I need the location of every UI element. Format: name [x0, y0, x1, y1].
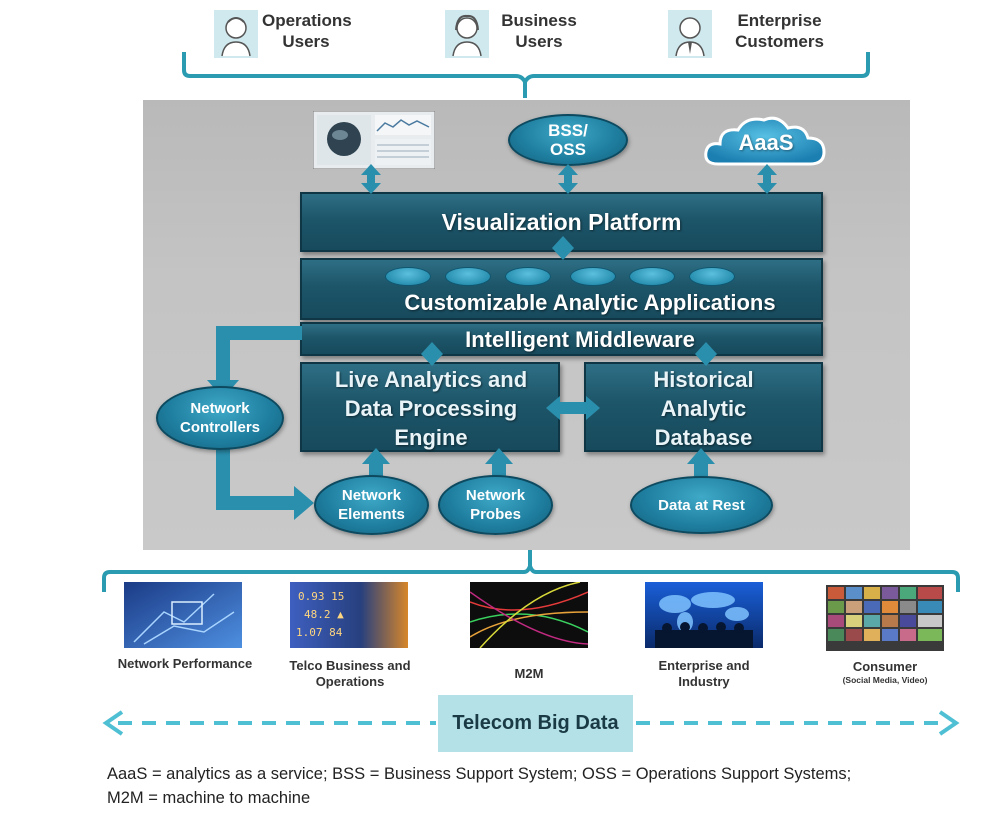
- abbreviation-footnote: AaaS = analytics as a service; BSS = Bus…: [107, 765, 852, 807]
- application-pill: [570, 267, 616, 286]
- source-label-network-performance: Network Performance: [117, 656, 253, 671]
- data-at-rest-node: Data at Rest: [630, 476, 773, 534]
- consumer-image: [826, 585, 944, 651]
- m2m-image: [470, 582, 588, 648]
- source-label-telco-business: Telco Business and Operations: [289, 658, 411, 689]
- enterprise-customers-label: Enterprise Customers: [735, 11, 824, 51]
- telecom-big-data-banner: Telecom Big Data: [438, 695, 633, 752]
- source-sublabel-consumer: (Social Media, Video): [842, 675, 928, 685]
- network-elements-node: Network Elements: [314, 475, 429, 535]
- network-performance-image: [124, 582, 242, 648]
- svg-text:0.93 15: 0.93 15: [298, 590, 344, 603]
- application-pill: [689, 267, 735, 286]
- customizable-analytic-applications-layer: [300, 258, 823, 320]
- source-label-enterprise-industry: Enterprise and Industry: [658, 658, 750, 689]
- bss-oss-node: BSS/ OSS: [508, 114, 628, 166]
- dashboard-thumbnail-icon: [313, 111, 435, 169]
- intelligent-middleware-label: Intelligent Middleware: [465, 327, 695, 352]
- top-bracket: [182, 52, 870, 98]
- customizable-analytic-applications-label: Customizable Analytic Applications: [404, 290, 776, 315]
- aaas-label: AaaS: [738, 130, 794, 155]
- visualization-platform-label: Visualization Platform: [441, 209, 682, 235]
- svg-text:1.07 84: 1.07 84: [296, 626, 343, 639]
- svg-text:48.2 ▲: 48.2 ▲: [304, 608, 344, 621]
- business-users-label: Business Users: [501, 11, 577, 51]
- network-probes-node: Network Probes: [438, 475, 553, 535]
- business-user-icon: [445, 10, 489, 58]
- enterprise-industry-image: [645, 582, 763, 648]
- application-pill: [505, 267, 551, 286]
- application-pill: [445, 267, 491, 286]
- application-pill: [385, 267, 431, 286]
- enterprise-customer-icon: [668, 10, 712, 58]
- aaas-cloud-icon: [704, 116, 826, 166]
- telco-business-image: 0.93 15 48.2 ▲ 1.07 84: [290, 582, 408, 648]
- application-pill: [629, 267, 675, 286]
- operations-user-icon: [214, 10, 258, 58]
- source-label-consumer: Consumer: [852, 659, 918, 674]
- historical-analytic-database-label: Historical Analytic Database: [653, 367, 754, 450]
- network-controllers-node: Network Controllers: [156, 386, 284, 450]
- live-analytics-engine-box: [300, 362, 560, 452]
- live-analytics-engine-label: Live Analytics and Data Processing Engin…: [334, 367, 528, 450]
- intelligent-middleware-layer: [300, 322, 823, 356]
- source-label-m2m: M2M: [514, 666, 544, 681]
- operations-users-label: Operations Users: [262, 11, 352, 51]
